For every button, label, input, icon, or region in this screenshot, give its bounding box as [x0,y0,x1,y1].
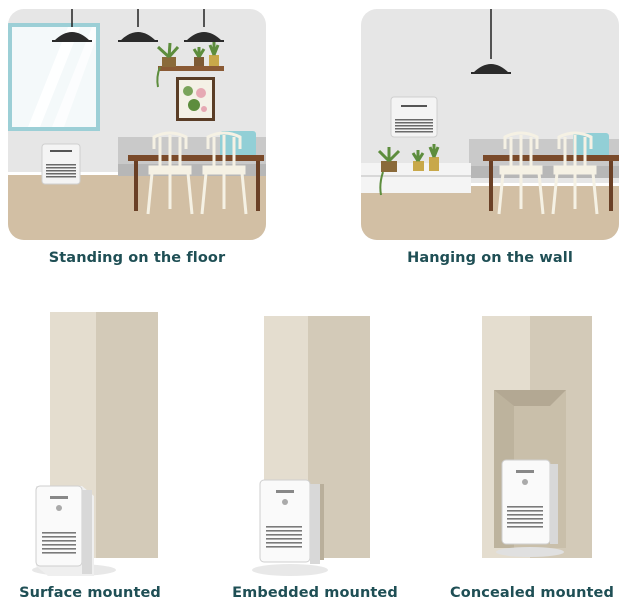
shelf [158,66,224,71]
chair-icon [497,131,545,215]
chair-icon [200,131,248,215]
chair-icon [146,131,194,215]
plant-icon [377,147,401,196]
heater-unit-icon [41,143,81,185]
pendant-lamp-icon [471,9,511,74]
picture-frame-icon [176,77,215,121]
plant-icon [156,42,180,88]
chair-icon [551,131,599,215]
floor-scene [8,9,266,240]
pendant-lamp-icon [52,9,92,42]
dining-table [128,155,264,211]
surface-mounted-illustration [30,312,170,582]
plant-icon [208,42,220,66]
wall-scene [361,9,619,240]
concealed-mounted-illustration [472,312,602,582]
plant-icon [192,47,206,66]
heater-unit-icon [390,96,438,138]
caption-hanging-on-wall: Hanging on the wall [407,250,573,266]
heater-unit-icon [259,479,320,564]
pendant-lamp-icon [184,9,224,42]
plant-icon [428,144,440,171]
heater-unit-icon [35,485,94,576]
caption-standing-on-floor: Standing on the floor [48,250,226,266]
caption-surface-mounted: Surface mounted [19,585,161,601]
heater-unit-icon [501,459,558,545]
plant-icon [411,150,425,171]
caption-concealed-mounted: Concealed mounted [450,585,614,601]
caption-embedded-mounted: Embedded mounted [232,585,398,601]
pendant-lamp-icon [118,9,158,42]
embedded-mounted-illustration [250,312,390,582]
